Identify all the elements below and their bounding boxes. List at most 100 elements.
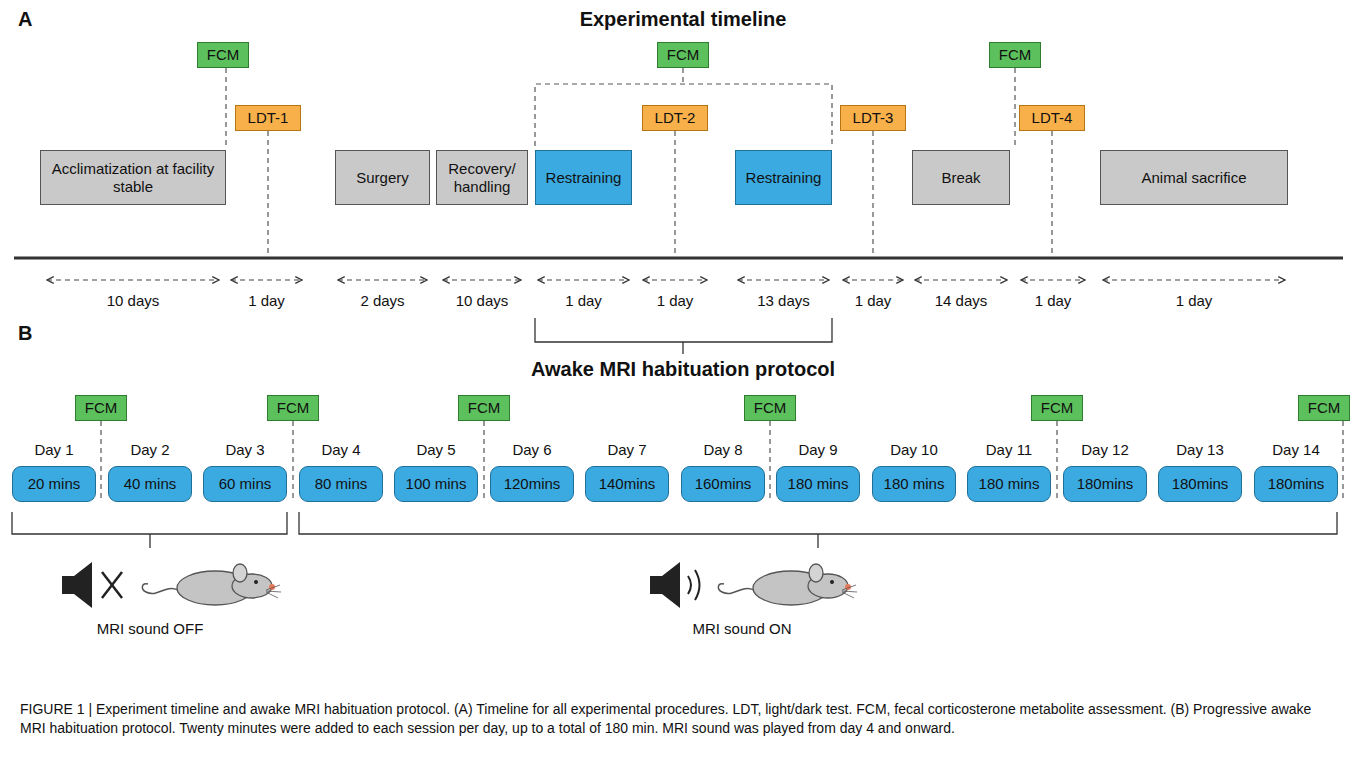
box-text: FCM [1304,399,1345,417]
day-session-box: Day 13180mins [1158,466,1242,502]
box-text: 80 mins [311,475,372,493]
procedure-box: Break [912,150,1010,205]
day-heading: Day 3 [225,441,264,459]
bracket [535,318,832,342]
box-text: FCM [203,46,244,64]
leader-lines [101,421,1343,500]
box-text: 180 mins [784,475,853,493]
duration-label: 14 days [935,292,988,309]
duration-arrow [231,279,302,280]
day-heading: Day 9 [798,441,837,459]
day-heading: Day 4 [321,441,360,459]
day-heading: Day 1 [34,441,73,459]
ldt-marker: LDT-4 [1019,105,1085,131]
day-heading: Day 10 [890,441,938,459]
box-text: FCM [995,46,1036,64]
bracket [12,512,1337,548]
duration-arrow [915,279,1007,280]
box-text: Animal sacrifice [1137,169,1250,187]
leader-lines [226,68,1052,255]
fcm-marker: FCM [267,395,319,421]
box-text: 180mins [1073,475,1138,493]
day-heading: Day 6 [512,441,551,459]
box-text: 20 mins [24,475,85,493]
box-text: 100 mins [402,475,471,493]
box-text: 120mins [500,475,565,493]
day-session-box: Day 7140mins [585,466,669,502]
day-session-box: Day 11180 mins [967,466,1051,502]
fcm-marker: FCM [197,42,249,68]
panel-letter: B [18,322,32,345]
day-heading: Day 14 [1272,441,1320,459]
fcm-marker: FCM [744,395,796,421]
fcm-marker: FCM [75,395,127,421]
day-session-box: Day 10180 mins [872,466,956,502]
box-text: LDT-2 [651,109,700,127]
ldt-marker: LDT-3 [840,105,906,131]
day-session-box: Day 8160mins [681,466,765,502]
duration-label: 1 day [657,292,694,309]
box-text: LDT-4 [1028,109,1077,127]
panel-letter: A [18,8,32,31]
duration-label: 13 days [757,292,810,309]
mouse-icon [718,564,857,605]
day-session-box: Day 120 mins [12,466,96,502]
duration-label: 10 days [456,292,509,309]
duration-label: 1 day [248,292,285,309]
duration-arrows [47,280,1285,281]
duration-arrow [443,279,521,280]
figure-caption: FIGURE 1 | Experiment timeline and awake… [20,700,1330,738]
fcm-marker: FCM [1031,395,1083,421]
duration-label: 1 day [565,292,602,309]
day-session-box: Day 14180mins [1254,466,1338,502]
box-text: 180mins [1264,475,1329,493]
day-session-box: Day 5100 mins [394,466,478,502]
day-session-box: Day 480 mins [299,466,383,502]
day-heading: Day 12 [1081,441,1129,459]
box-text: LDT-3 [849,109,898,127]
box-text: 180 mins [975,475,1044,493]
box-text: 160mins [691,475,756,493]
day-session-box: Day 360 mins [203,466,287,502]
duration-label: 1 day [1176,292,1213,309]
box-text: 180 mins [880,475,949,493]
ldt-marker: LDT-2 [642,105,708,131]
procedure-box: Recovery/ handling [436,150,528,205]
box-text: Acclimatization at facility stable [41,160,225,196]
box-text: FCM [663,46,704,64]
restraining-box: Restraining [735,150,832,205]
day-heading: Day 2 [130,441,169,459]
speaker-icon [650,562,700,608]
box-text: 180mins [1168,475,1233,493]
box-text: FCM [81,399,122,417]
timeline-axis [14,257,1343,260]
duration-arrow [47,279,219,280]
sound-label: MRI sound ON [692,620,791,637]
ldt-marker: LDT-1 [235,105,301,131]
day-heading: Day 8 [703,441,742,459]
box-text: LDT-1 [244,109,293,127]
box-text: 140mins [595,475,660,493]
fcm-marker: FCM [657,42,709,68]
duration-arrow [538,279,629,280]
sound-label: MRI sound OFF [97,620,204,637]
procedure-box: Surgery [335,150,430,205]
day-heading: Day 5 [416,441,455,459]
day-session-box: Day 240 mins [108,466,192,502]
bracket [682,342,683,354]
procedure-box: Acclimatization at facility stable [40,150,226,205]
box-text: Restraining [542,169,626,187]
day-heading: Day 13 [1176,441,1224,459]
fcm-marker: FCM [458,395,510,421]
duration-arrow [1103,279,1285,280]
box-text: FCM [750,399,791,417]
duration-label: 10 days [107,292,160,309]
day-session-box: Day 9180 mins [776,466,860,502]
box-text: Recovery/ handling [437,160,527,196]
fcm-marker: FCM [989,42,1041,68]
box-text: 60 mins [215,475,276,493]
duration-arrow [338,279,427,280]
box-text: Break [937,169,984,187]
duration-label: 1 day [1035,292,1072,309]
